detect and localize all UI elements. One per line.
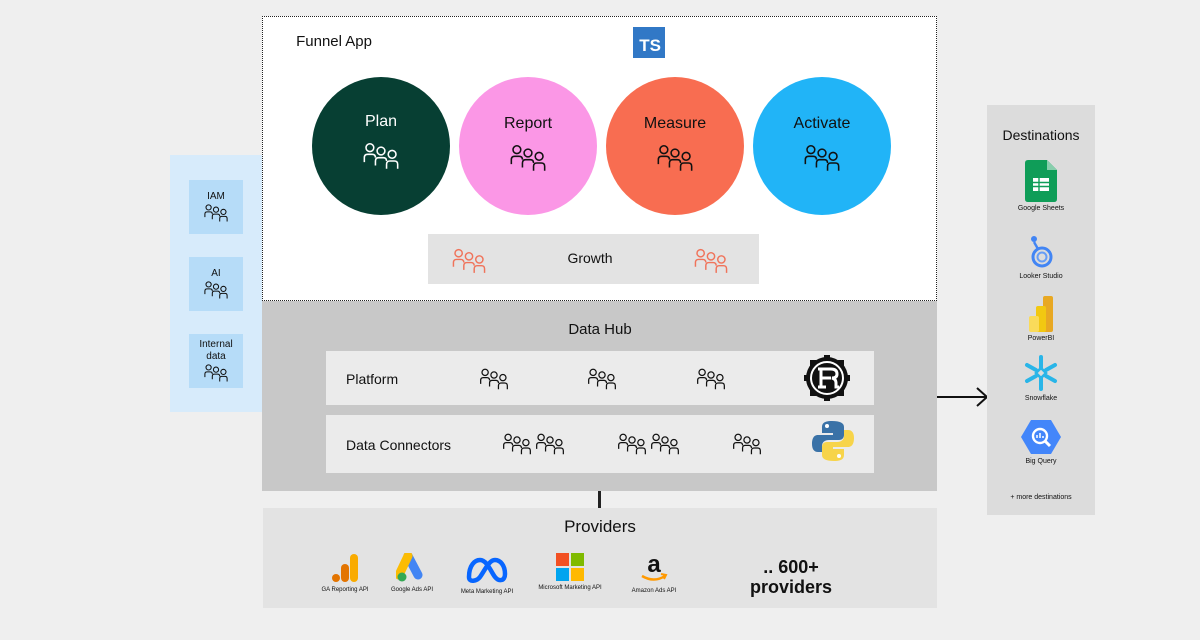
- team-label: AI: [211, 268, 221, 279]
- provider-label: Meta Marketing API: [460, 589, 514, 595]
- people-icon: [204, 204, 228, 223]
- activate-circle: Activate: [753, 77, 891, 215]
- people-icon: [510, 144, 546, 172]
- people-icon: [694, 248, 728, 274]
- more-providers-count: .. 600+: [763, 557, 819, 577]
- destination-label: Looker Studio: [1019, 273, 1063, 280]
- people-icon: [657, 144, 693, 172]
- more-destinations: + more destinations: [1010, 494, 1072, 501]
- destination-bigquery: Big Query: [987, 419, 1095, 465]
- provider-label: Microsoft Marketing API: [538, 585, 602, 591]
- destination-snowflake: Snowflake: [987, 354, 1095, 402]
- google-ads-icon: [396, 553, 423, 582]
- destination-powerbi: PowerBI: [987, 296, 1095, 342]
- typescript-icon: TS: [633, 27, 665, 58]
- team-internal-data: Internal data: [189, 334, 243, 388]
- destination-label: PowerBI: [1027, 335, 1055, 342]
- people-icon: [618, 433, 646, 455]
- rust-icon: [804, 355, 850, 401]
- data-hub-title: Data Hub: [568, 321, 632, 338]
- provider-amazon: a Amazon Ads API: [604, 552, 704, 594]
- funnel-app-title: Funnel App: [296, 33, 372, 50]
- data-connectors-row: [326, 415, 874, 473]
- bigquery-icon: [1021, 420, 1061, 454]
- snowflake-icon: [1025, 355, 1057, 391]
- growth-label: Growth: [567, 250, 613, 266]
- microsoft-icon: [556, 553, 584, 581]
- people-icon: [204, 281, 228, 300]
- provider-label: GA Reporting API: [321, 587, 369, 593]
- data-connectors-label: Data Connectors: [346, 437, 452, 453]
- provider-google-ads: Google Ads API: [362, 553, 462, 593]
- python-icon: [812, 421, 854, 461]
- people-icon: [204, 364, 228, 383]
- hub-provider-connector: [598, 491, 601, 508]
- people-icon: [733, 433, 761, 455]
- destination-label: Big Query: [1025, 458, 1057, 465]
- powerbi-icon: [1029, 296, 1053, 332]
- providers-title: Providers: [564, 517, 636, 536]
- people-icon: [503, 433, 531, 455]
- google-analytics-icon: [332, 554, 358, 582]
- looker-studio-icon: [1031, 236, 1053, 268]
- people-icon: [697, 368, 725, 390]
- people-icon: [536, 433, 564, 455]
- meta-icon: [466, 557, 508, 583]
- provider-label: Google Ads API: [390, 587, 434, 593]
- plan-circle: Plan: [312, 77, 450, 215]
- team-iam: IAM: [189, 180, 243, 234]
- provider-label: Amazon Ads API: [631, 588, 677, 594]
- google-sheets-icon: [1025, 160, 1057, 202]
- more-providers: .. 600+ providers: [728, 557, 854, 597]
- providers-panel: [263, 508, 937, 608]
- team-label: IAM: [207, 191, 225, 202]
- destination-looker-studio: Looker Studio: [987, 234, 1095, 280]
- provider-meta: Meta Marketing API: [437, 555, 537, 595]
- people-icon: [363, 142, 399, 170]
- people-icon: [452, 248, 486, 274]
- measure-label: Measure: [643, 115, 707, 132]
- people-icon: [804, 144, 840, 172]
- report-circle: Report: [459, 77, 597, 215]
- people-icon: [588, 368, 616, 390]
- people-icon: [480, 368, 508, 390]
- activate-label: Activate: [793, 115, 851, 132]
- destination-label: Google Sheets: [1017, 205, 1065, 212]
- report-label: Report: [503, 115, 553, 132]
- provider-ga: GA Reporting API: [295, 553, 395, 593]
- measure-circle: Measure: [606, 77, 744, 215]
- destination-label: Snowflake: [1024, 395, 1058, 402]
- team-label: Internal data: [199, 339, 233, 362]
- people-icon: [651, 433, 679, 455]
- plan-label: Plan: [364, 113, 398, 130]
- arrow-right-icon: [937, 387, 989, 407]
- team-ai: AI: [189, 257, 243, 311]
- provider-microsoft: Microsoft Marketing API: [520, 553, 620, 591]
- amazon-icon: a: [641, 552, 668, 581]
- destination-google-sheets: Google Sheets: [987, 160, 1095, 212]
- platform-label: Platform: [346, 371, 399, 387]
- more-providers-label: providers: [749, 577, 833, 597]
- svg-text:a: a: [647, 552, 661, 578]
- destinations-title: Destinations: [1002, 127, 1080, 143]
